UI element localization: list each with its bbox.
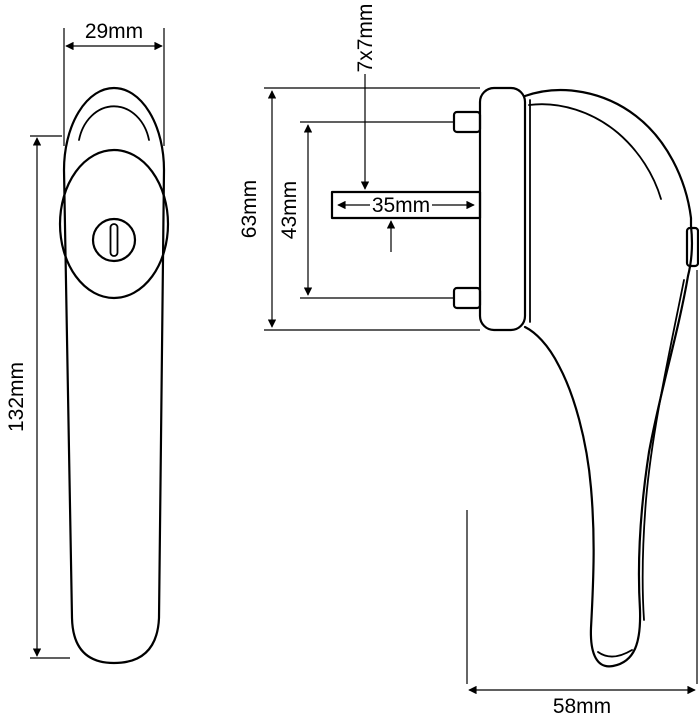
front-handle-outline <box>58 86 170 665</box>
front-view: 29mm 132mm <box>5 20 170 665</box>
screw-spacing-dimension-label: 43mm <box>278 181 301 239</box>
handle-grip-silhouette <box>523 88 694 668</box>
dimension-handle-depth: 58mm <box>466 270 698 718</box>
grip-front-contour <box>641 279 685 621</box>
dimension-spindle-length: 35mm <box>337 194 475 217</box>
grip-tip-contour <box>597 649 633 658</box>
side-handle-outline <box>330 86 699 668</box>
screw-boss-bottom <box>452 286 482 310</box>
keyhole <box>91 217 137 263</box>
handle-cap-inner-arc <box>78 105 150 141</box>
spindle-length-dimension-label: 35mm <box>372 194 430 217</box>
dimension-handle-length: 132mm <box>5 135 70 659</box>
handle-rosette-outline <box>58 148 170 300</box>
dimension-front-width: 29mm <box>63 20 165 146</box>
dimension-plate-height: 63mm <box>238 87 480 331</box>
spindle-section-dimension-label: 7x7mm <box>354 4 377 73</box>
grip-upper-contour <box>528 103 662 200</box>
dimension-screw-spacing: 43mm <box>278 121 454 299</box>
handle-depth-dimension-label: 58mm <box>553 695 611 718</box>
base-plate <box>478 86 527 332</box>
key-cylinder-circle <box>91 217 137 263</box>
screw-boss-top <box>452 110 482 134</box>
handle-lever-outline <box>62 86 166 665</box>
key-slot <box>109 223 119 257</box>
dimension-spindle-section: 7x7mm <box>354 4 396 252</box>
handle-length-dimension-label: 132mm <box>5 362 28 432</box>
side-view: 7x7mm 35mm 63mm 43mm <box>238 4 699 718</box>
grip-front-button <box>685 226 699 268</box>
front-width-dimension-label: 29mm <box>85 20 143 43</box>
plate-height-dimension-label: 63mm <box>238 180 261 238</box>
